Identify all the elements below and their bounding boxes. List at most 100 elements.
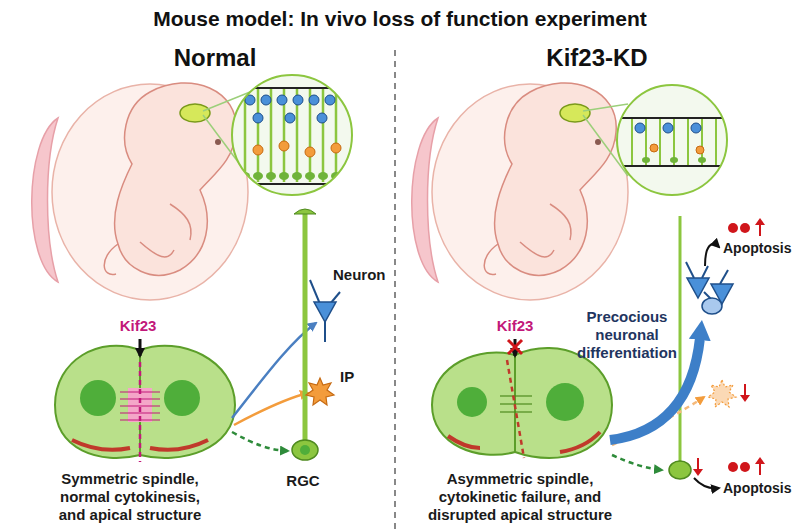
rgc-cell bbox=[679, 216, 682, 462]
phenotype-caption: Asymmetric spindle, cytokinetic failure,… bbox=[413, 470, 628, 524]
cortex-zoom bbox=[331, 143, 341, 153]
cortex-zoom bbox=[691, 123, 701, 133]
cortex-zoom bbox=[305, 147, 315, 157]
rgc-cell bbox=[300, 445, 310, 455]
cortex-zoom bbox=[279, 141, 289, 151]
panel-heading: Normal bbox=[130, 44, 300, 73]
dividing-cell bbox=[500, 403, 532, 404]
dividing-cell bbox=[500, 411, 532, 412]
rgc-cell bbox=[292, 440, 318, 460]
panel-heading: Kif23-KD bbox=[512, 44, 682, 73]
neuron-cell bbox=[310, 280, 340, 342]
apoptosis-marker bbox=[728, 462, 738, 472]
dividing-cell bbox=[55, 346, 235, 462]
cortex-zoom bbox=[696, 146, 704, 154]
cortex-zoom bbox=[232, 75, 352, 195]
cortex-zoom bbox=[617, 85, 727, 195]
apoptosis-label: Apoptosis bbox=[723, 240, 797, 257]
cortex-zoom bbox=[325, 95, 335, 105]
title: Mouse model: In vivo loss of function ex… bbox=[20, 6, 780, 31]
zoom-lines bbox=[583, 104, 628, 111]
dividing-cell bbox=[515, 348, 612, 458]
dividing-cell bbox=[72, 440, 130, 450]
ip-cell bbox=[708, 380, 736, 407]
apoptosis-marker bbox=[759, 224, 761, 236]
panel-divider bbox=[394, 50, 396, 529]
zoom-circle bbox=[617, 85, 727, 195]
cell-label: RGC bbox=[278, 472, 328, 490]
cortex-zoom bbox=[277, 95, 287, 105]
cortex-zoom bbox=[617, 165, 727, 167]
rgc-cell bbox=[669, 461, 691, 479]
neuron-cluster bbox=[686, 262, 694, 278]
dividing-cell bbox=[140, 346, 235, 458]
decrease-arrow bbox=[744, 384, 746, 396]
decrease-arrow bbox=[693, 469, 703, 476]
dividing-cell bbox=[457, 387, 487, 417]
cortex-zoom bbox=[305, 172, 315, 180]
apoptosis-marker bbox=[728, 218, 765, 475]
cell-label: Neuron bbox=[333, 266, 393, 284]
dividing-cell bbox=[448, 436, 480, 448]
cortex-zoom bbox=[317, 113, 327, 123]
cortex-zoom bbox=[232, 75, 352, 195]
ip-cell bbox=[306, 378, 334, 405]
cortex-zoom bbox=[293, 95, 303, 105]
neuron-cluster bbox=[702, 266, 708, 278]
cortex-zoom bbox=[650, 144, 658, 152]
dividing-cell bbox=[150, 440, 208, 450]
gene-label: Kif23 bbox=[480, 317, 550, 335]
decrease-arrow bbox=[693, 384, 750, 476]
apoptosis-marker bbox=[759, 463, 761, 475]
cortex-zoom bbox=[318, 172, 328, 180]
knockout-cross bbox=[508, 340, 522, 354]
apoptosis-arrow bbox=[694, 478, 719, 488]
dividing-cell bbox=[560, 432, 600, 452]
dividing-cell bbox=[55, 346, 140, 458]
cortex-zoom bbox=[309, 95, 319, 105]
knockout-cross bbox=[508, 340, 522, 354]
neuron-cluster bbox=[687, 278, 709, 298]
dividing-cell bbox=[120, 405, 160, 406]
gene-label: Kif23 bbox=[103, 317, 173, 335]
cortex-zoom bbox=[253, 113, 263, 123]
neuron-cluster bbox=[702, 298, 722, 314]
cortex-zoom bbox=[253, 172, 263, 180]
cortex-zoom bbox=[292, 172, 302, 180]
cortex-zoom bbox=[635, 123, 645, 133]
cortex-zoom bbox=[257, 88, 260, 182]
cortex-zoom bbox=[642, 157, 650, 163]
embryo bbox=[32, 83, 248, 300]
cortex-zoom bbox=[617, 85, 727, 195]
cortex-zoom bbox=[715, 118, 717, 166]
dividing-cell bbox=[164, 380, 200, 416]
cortex-zoom bbox=[617, 117, 727, 119]
rgc-cell bbox=[294, 209, 316, 214]
apoptosis-marker bbox=[740, 223, 750, 233]
cortex-zoom bbox=[687, 118, 689, 166]
cortex-zoom bbox=[663, 123, 673, 133]
fate-arrow bbox=[232, 432, 288, 451]
cell-label: IP bbox=[340, 368, 370, 386]
cortex-zoom bbox=[279, 172, 289, 180]
dividing-cell bbox=[507, 360, 524, 458]
dividing-cell bbox=[80, 380, 116, 416]
apoptosis-marker bbox=[755, 218, 765, 225]
cortex-zoom bbox=[335, 88, 338, 182]
cortex-zoom bbox=[285, 113, 295, 123]
neuron-cluster bbox=[720, 270, 728, 284]
decrease-arrow bbox=[697, 458, 699, 470]
neuron-cluster bbox=[686, 262, 733, 314]
cortex-zoom bbox=[659, 118, 661, 166]
rgc-cell bbox=[292, 209, 318, 460]
rgc-cell bbox=[303, 214, 308, 442]
apoptosis-marker bbox=[755, 457, 765, 464]
cortex-zoom bbox=[698, 157, 706, 163]
apoptosis-marker bbox=[728, 223, 738, 233]
ip-cell bbox=[708, 380, 736, 407]
cortex-zoom bbox=[631, 118, 633, 166]
pointer-arrow bbox=[139, 339, 142, 356]
dividing-cell bbox=[432, 348, 612, 458]
